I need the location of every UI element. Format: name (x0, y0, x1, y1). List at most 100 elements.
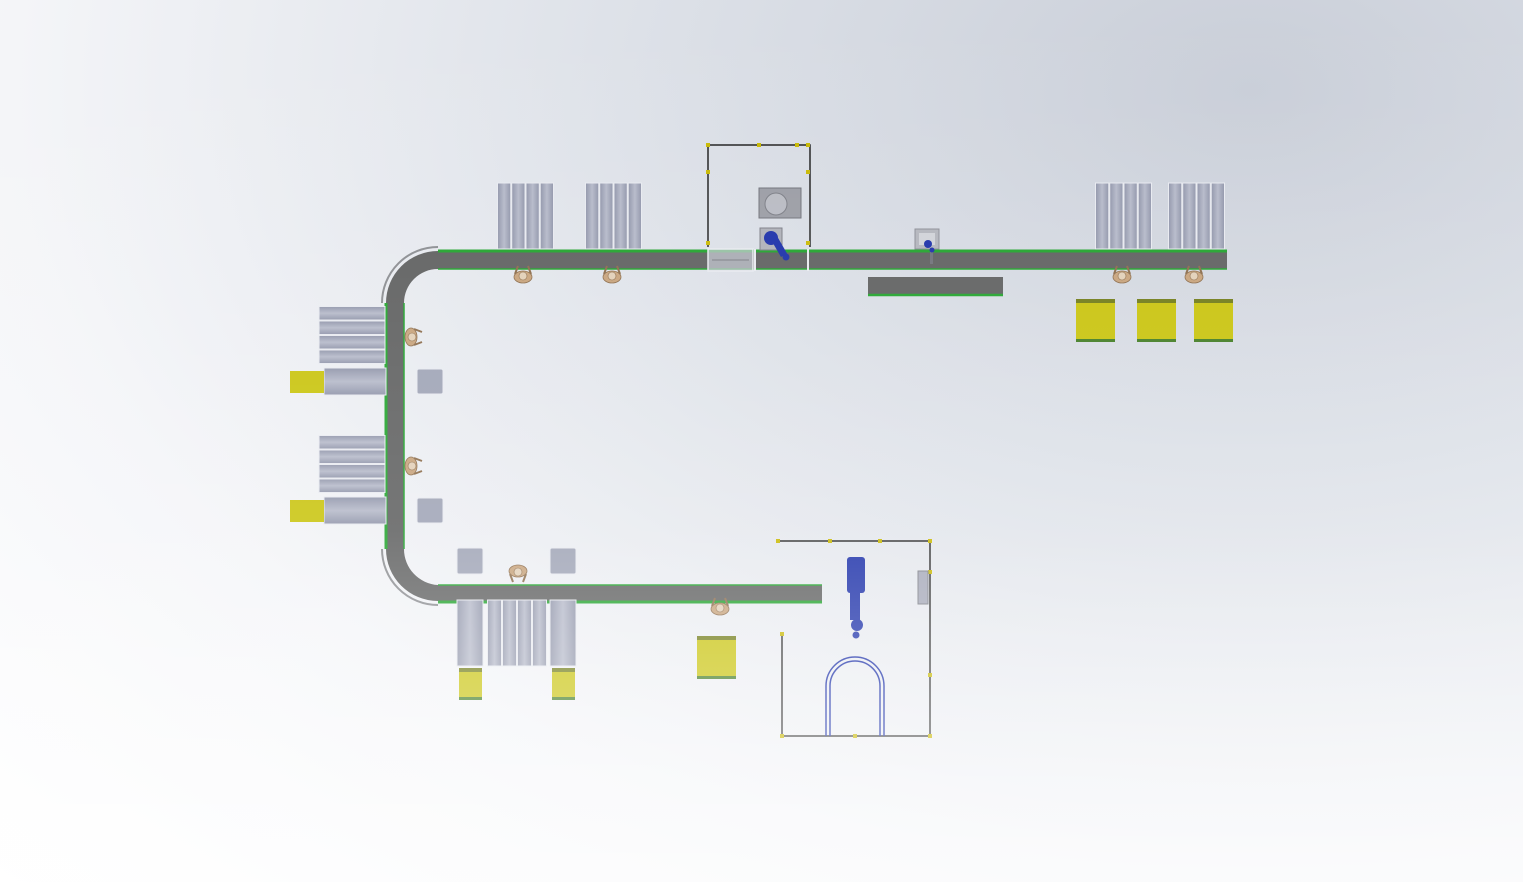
parts-bin (416, 368, 444, 395)
robot-arm-top (764, 231, 790, 261)
operator-head (1189, 271, 1199, 281)
storage-rack (318, 306, 386, 364)
parts-bin (416, 497, 444, 524)
storage-rack-group-bottom (456, 547, 577, 667)
pallet-body (290, 500, 324, 522)
operator-head (715, 603, 725, 613)
pallet-stripe (552, 668, 575, 672)
operator (1112, 265, 1132, 284)
arch-path-inner (829, 660, 881, 736)
inspection-station (914, 228, 940, 264)
rack-slat (517, 599, 532, 667)
pallet-body (459, 668, 482, 700)
pallet-body (1076, 299, 1115, 342)
control-panel (917, 570, 929, 605)
rack-slat (487, 599, 502, 667)
operator-arms (514, 265, 532, 275)
conveyor-top-section (438, 251, 1227, 269)
rack-slat (1095, 182, 1110, 250)
conveyor-curve-bottom (386, 549, 438, 601)
pallet-stripe (1194, 339, 1233, 342)
pallet-stripe (1137, 339, 1176, 342)
parts-bin (456, 547, 484, 575)
pallet-body (697, 636, 736, 679)
yellow-pallet (459, 668, 482, 700)
operator-arms (509, 573, 527, 583)
operator-arms (603, 265, 621, 275)
pallet-stripe (1137, 299, 1176, 303)
feeder-bed (549, 599, 577, 667)
yellow-pallet (1137, 299, 1176, 342)
rack-slat (613, 182, 628, 250)
operator-head (407, 332, 417, 342)
operator-arms (413, 328, 423, 346)
rack-slat (525, 182, 540, 250)
operator (404, 327, 423, 347)
rack-slat (627, 182, 642, 250)
feeder-rack (323, 496, 444, 525)
robot-cell-bottom (776, 539, 932, 738)
pallet-body (1194, 299, 1233, 342)
rack-slat (502, 599, 517, 667)
operator-head (518, 271, 528, 281)
rack-slat (511, 182, 526, 250)
robot-arm-bottom (847, 557, 865, 639)
operator-arms (1113, 265, 1131, 275)
storage-rack (318, 435, 386, 493)
rack-slat (318, 335, 386, 350)
rack-slat (318, 464, 386, 479)
parts-bin (549, 547, 577, 575)
rack-slat (318, 435, 386, 450)
operator (1184, 265, 1204, 284)
yellow-pallet (1076, 299, 1115, 342)
rack-slat (318, 320, 386, 335)
rack-slat (532, 599, 547, 667)
yellow-pallet (290, 371, 324, 393)
operator-arms (1185, 265, 1203, 275)
fence-post-markers (706, 143, 810, 245)
storage-rack-group-left (318, 306, 444, 525)
operator-head (407, 461, 417, 471)
operator-head (513, 567, 523, 577)
pallet-body (552, 668, 575, 700)
storage-rack (487, 599, 547, 667)
operator-arms (413, 457, 423, 475)
pallet-stripe (697, 636, 736, 640)
rack-slat (1196, 182, 1211, 250)
rack-slat (318, 349, 386, 364)
conveyor-curve-top-rim (381, 246, 439, 304)
pallet-stripe (1076, 339, 1115, 342)
conveyor-belt (381, 246, 1227, 606)
operator (404, 456, 423, 476)
operator (513, 265, 533, 284)
conveyor-bottom-section (438, 585, 822, 602)
rack-slat (1123, 182, 1138, 250)
conveyor-curve-top (386, 251, 438, 303)
rack-slat (539, 182, 554, 250)
storage-rack (1095, 182, 1152, 250)
operator (710, 597, 730, 616)
pallet-stripe (697, 676, 736, 679)
operator (602, 265, 622, 284)
rack-slat (318, 306, 386, 321)
pallet-group (290, 299, 1233, 700)
conveyor-left-section (386, 303, 404, 549)
yellow-pallet (697, 636, 736, 679)
rack-slat (497, 182, 512, 250)
rack-slat (1182, 182, 1197, 250)
rack-slat (318, 478, 386, 493)
storage-rack (1168, 182, 1225, 250)
yellow-pallet (1194, 299, 1233, 342)
robot-cell-top (706, 143, 811, 272)
rack-slat (1168, 182, 1183, 250)
operator-group (404, 265, 1204, 616)
conveyor-curve-bottom-rim (381, 548, 439, 606)
operator-head (1117, 271, 1127, 281)
pallet-stripe (552, 697, 575, 700)
rack-slat (1137, 182, 1152, 250)
rack-slat (585, 182, 600, 250)
yellow-pallet (290, 500, 324, 522)
rack-slat (599, 182, 614, 250)
